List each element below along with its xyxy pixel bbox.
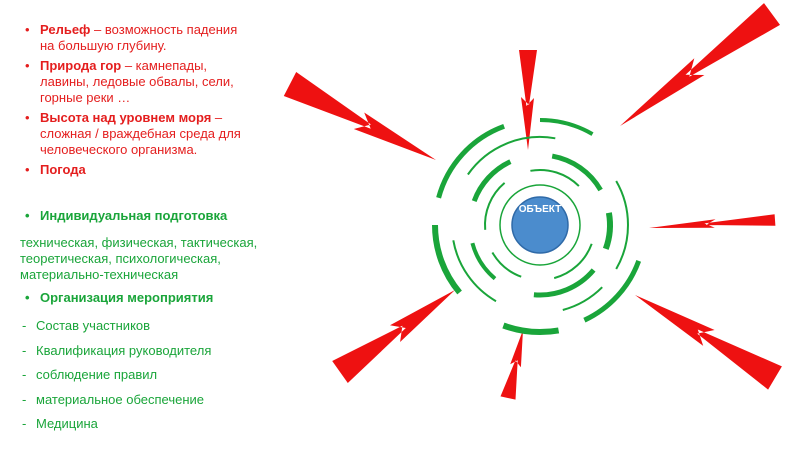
organization-item: соблюдение правил <box>22 363 282 388</box>
protection-arc <box>470 242 497 281</box>
protection-arc <box>553 243 593 280</box>
lightning-bolt-icon <box>500 330 523 400</box>
risk-list: Рельеф – возможность падения на большую … <box>22 22 252 182</box>
protection-arc <box>583 260 642 323</box>
threat-bolts <box>283 3 782 400</box>
protection-arc <box>502 322 560 335</box>
lightning-bolt-icon <box>620 3 780 127</box>
object-label: ОБЪЕКТ <box>518 204 562 215</box>
risk-title: Природа гор <box>40 58 122 73</box>
organization-section: Организация мероприятия Состав участнико… <box>22 290 282 437</box>
lightning-bolt-icon <box>649 214 776 228</box>
protection-arc <box>436 123 505 199</box>
organization-item: Медицина <box>22 412 282 437</box>
organization-item: Квалификация руководителя <box>22 339 282 364</box>
lightning-bolt-icon <box>635 295 782 390</box>
organization-list: Состав участников Квалификация руководит… <box>22 314 282 437</box>
preparation-description: техническая, физическая, тактическая, те… <box>20 235 258 282</box>
protection-arc <box>539 118 594 136</box>
organization-item: материальное обеспечение <box>22 388 282 413</box>
protection-arc <box>452 240 497 303</box>
risk-item-weather: Погода <box>22 162 252 178</box>
organization-item: Состав участников <box>22 314 282 339</box>
organization-title: Организация мероприятия <box>22 290 282 306</box>
risk-item-relief: Рельеф – возможность падения на большую … <box>22 22 252 54</box>
protection-rings <box>432 118 642 335</box>
protection-arc <box>471 159 512 203</box>
risk-title: Погода <box>40 162 86 177</box>
risk-item-mountains: Природа гор – камнепады, лавины, ледовые… <box>22 58 252 106</box>
risk-text: – возможность падения на большую глубину… <box>40 22 238 53</box>
protection-arc <box>615 180 629 270</box>
risk-item-altitude: Высота над уровнем моря – сложная / враж… <box>22 110 252 158</box>
risk-text: – сложная / враждебная среда для человеч… <box>40 110 241 157</box>
object-circle <box>511 196 569 254</box>
protection-arc <box>432 224 462 295</box>
protection-arc <box>484 182 506 230</box>
preparation-section: Индивидуальная подготовка техническая, ф… <box>20 208 312 283</box>
lightning-bolt-icon <box>332 290 455 383</box>
protection-arc <box>551 153 603 192</box>
lightning-bolt-icon <box>283 72 436 160</box>
protection-arc <box>602 212 613 250</box>
protection-arc <box>467 135 556 176</box>
risk-text: – камнепады, лавины, ледовые обвалы, сел… <box>40 58 234 105</box>
lightning-bolt-icon <box>519 50 537 150</box>
preparation-title: Индивидуальная подготовка <box>22 208 312 224</box>
protection-arc <box>499 184 581 266</box>
risk-title: Высота над уровнем моря <box>40 110 212 125</box>
protection-arc <box>533 268 596 298</box>
protection-arc <box>530 169 580 187</box>
protection-arc <box>562 286 603 311</box>
protection-arc <box>491 251 522 278</box>
risk-title: Рельеф <box>40 22 91 37</box>
